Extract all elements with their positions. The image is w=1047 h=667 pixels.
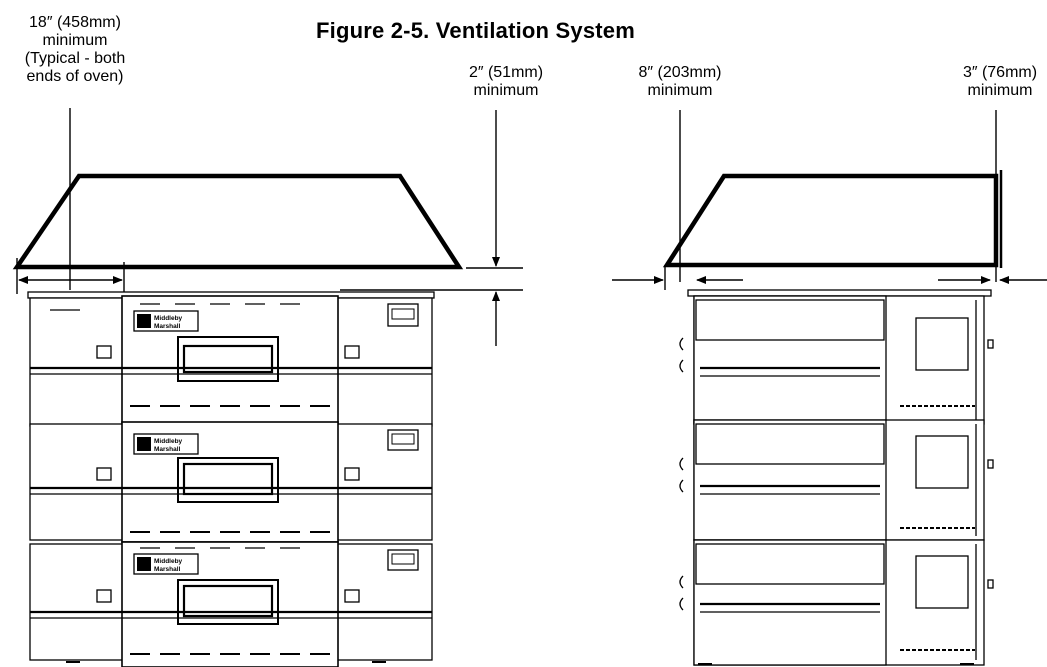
oven-stack-side-view xyxy=(679,289,994,666)
hood-front-view xyxy=(12,173,464,270)
end-clearance-line2: minimum xyxy=(42,32,108,49)
end-clearance-line3: (Typical - both xyxy=(24,50,126,67)
end-clearance-line1: 18″ (458mm) xyxy=(29,14,121,31)
top-clearance-line2: minimum xyxy=(473,82,539,99)
front-clearance-line2: minimum xyxy=(967,82,1033,99)
oven-stack-front-view xyxy=(27,291,435,667)
front-clearance-label: 3″ (76mm) minimum xyxy=(935,64,1047,100)
oven-logo-2-line1: Middleby xyxy=(154,438,183,445)
oven-logo-1-line1: Middleby xyxy=(154,315,183,322)
oven-logo-2: Middleby Marshall xyxy=(137,437,183,453)
oven-deck-side-3 xyxy=(679,539,994,666)
oven-deck-side-1 xyxy=(679,295,994,425)
oven-logo-3-line2: Marshall xyxy=(154,566,181,573)
end-clearance-label: 18″ (458mm) minimum (Typical - both ends… xyxy=(0,14,150,86)
top-clearance-label: 2″ (51mm) minimum xyxy=(436,64,576,100)
front-clearance-line1: 3″ (76mm) xyxy=(962,64,1038,81)
end-clearance-line4: ends of oven) xyxy=(26,68,124,85)
oven-logo-3: Middleby Marshall xyxy=(137,557,183,573)
oven-deck-front-1 xyxy=(29,295,433,429)
hood-side-view xyxy=(662,173,999,268)
rear-clearance-line2: minimum xyxy=(647,82,713,99)
oven-logo-2-line2: Marshall xyxy=(154,446,181,453)
rear-clearance-line1: 8″ (203mm) xyxy=(638,64,722,81)
oven-deck-front-2 xyxy=(29,421,433,543)
oven-logo-1: Middleby Marshall xyxy=(137,314,183,330)
top-clearance-line1: 2″ (51mm) xyxy=(468,64,544,81)
oven-deck-front-3 xyxy=(29,541,433,667)
oven-logo-3-line1: Middleby xyxy=(154,558,183,565)
oven-logo-1-line2: Marshall xyxy=(154,323,181,330)
figure-title: Figure 2-5. Ventilation System xyxy=(316,18,635,43)
oven-deck-side-2 xyxy=(679,419,994,541)
rear-clearance-label: 8″ (203mm) minimum xyxy=(610,64,750,100)
